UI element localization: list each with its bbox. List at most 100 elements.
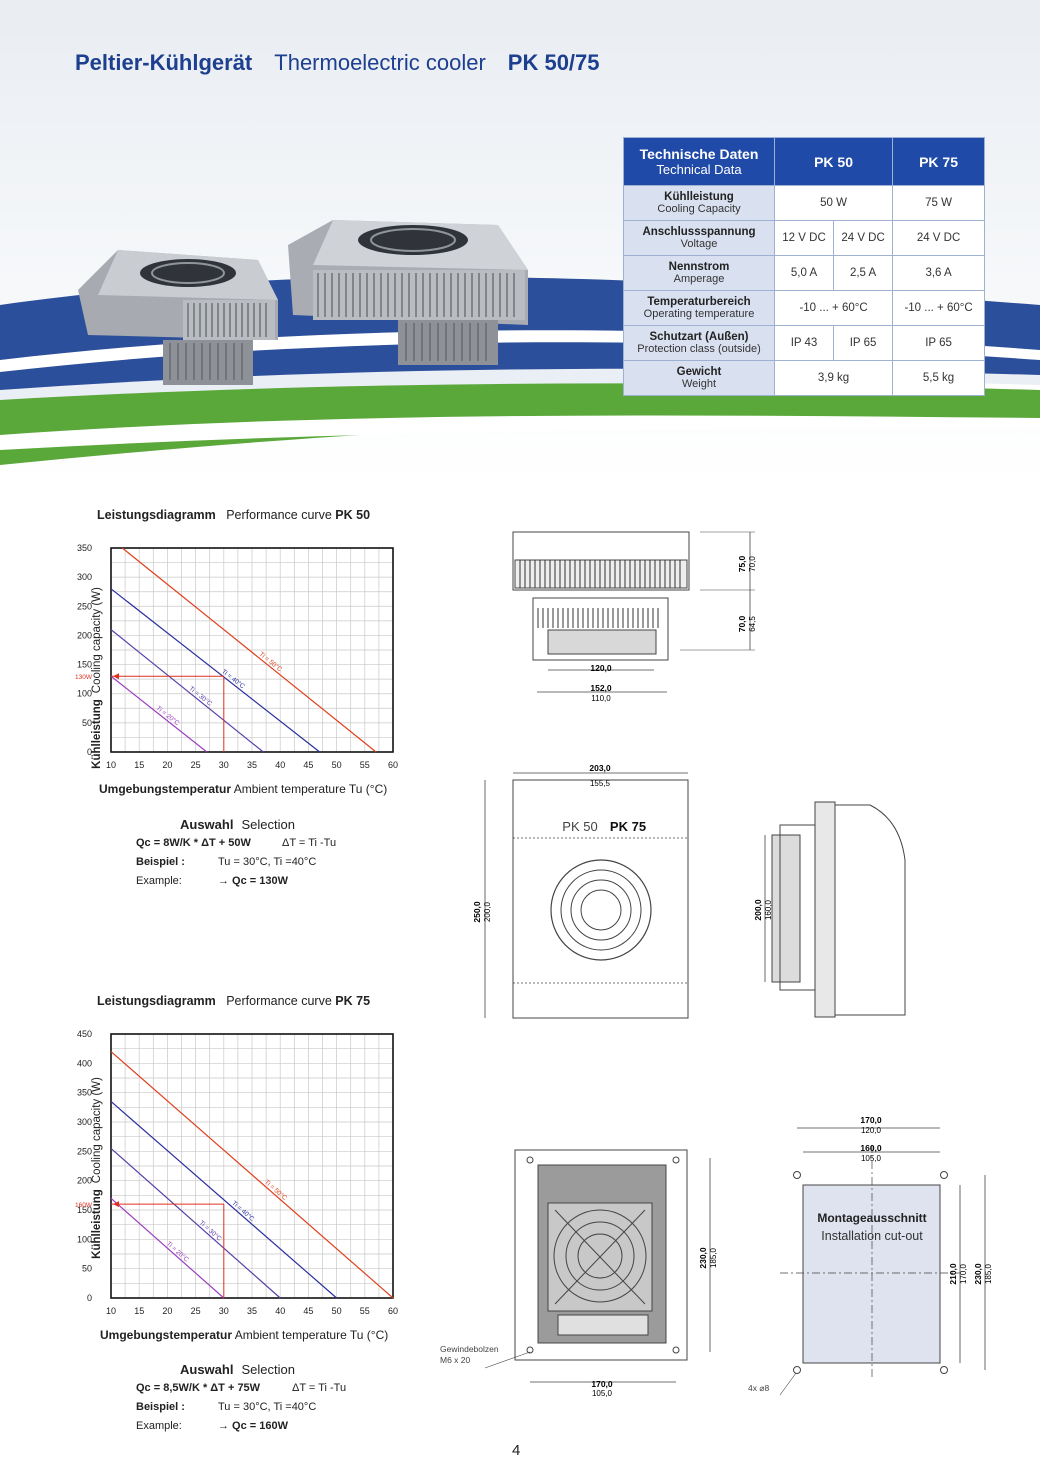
chart1-title: Leistungsdiagramm Performance curve PK 5…	[97, 508, 371, 522]
y-tick-label: 300	[77, 572, 92, 582]
y-tick-label: 100	[77, 1234, 92, 1244]
pk75-unit	[288, 220, 528, 365]
x-tick-label: 20	[162, 760, 172, 770]
dim-text: 185,0	[709, 1247, 718, 1268]
table-head-pk75: PK 75	[892, 137, 985, 186]
dim-text: 110,0	[591, 694, 611, 703]
drawing-front-view	[484, 772, 689, 1019]
dim-text: 170,0	[959, 1263, 968, 1284]
drawing-side-top	[512, 531, 755, 693]
x-tick-label: 30	[219, 1306, 229, 1316]
product-illustration	[78, 220, 528, 385]
series-label: Ti = 20°C	[165, 1240, 191, 1264]
series-line	[110, 1051, 394, 1299]
x-tick-label: 60	[388, 1306, 398, 1316]
dim-text: 70,0	[737, 615, 747, 632]
x-tick-label: 10	[106, 760, 116, 770]
x-tick-label: 55	[360, 760, 370, 770]
plot-frame	[110, 1033, 394, 1299]
x-tick-label: 40	[275, 1306, 285, 1316]
series-line	[110, 588, 321, 753]
dim-text: 200,0	[483, 901, 492, 922]
x-tick-label: 25	[191, 760, 201, 770]
dim-text: 210,0	[948, 1263, 958, 1285]
chart2-ylabel: KühlleistungCooling capacity (W)	[91, 1077, 103, 1259]
x-tick-label: 50	[332, 760, 342, 770]
series-label: Ti = 50°C	[263, 1178, 289, 1202]
series-label: Ti = 40°C	[230, 1199, 256, 1223]
x-tick-label: 30	[219, 760, 229, 770]
x-tick-label: 60	[388, 760, 398, 770]
x-tick-label: 35	[247, 760, 257, 770]
y-tick-label: 150	[77, 1205, 92, 1215]
x-tick-label: 15	[134, 760, 144, 770]
y-tick-label: 50	[82, 718, 92, 728]
y-tick-label: 450	[77, 1029, 92, 1039]
dim-text: 155,5	[590, 779, 611, 788]
front-label-pk50: PK 50	[562, 819, 597, 834]
example-label: 160W	[75, 1202, 93, 1209]
y-tick-label: 150	[77, 660, 92, 670]
y-tick-label: 350	[77, 1088, 92, 1098]
x-tick-label: 50	[332, 1306, 342, 1316]
dim-text: 105,0	[861, 1154, 882, 1163]
dim-text: 203,0	[589, 763, 611, 773]
bolt-label: Gewindebolzen	[440, 1344, 499, 1354]
dim-text: 200,0	[753, 899, 763, 921]
chart2-title: Leistungsdiagramm Performance curve PK 7…	[97, 994, 371, 1008]
dim-text: 250,0	[472, 901, 482, 923]
series-label: Ti = 20°C	[155, 704, 181, 727]
performance-chart-pk50: KühlleistungCooling capacity (W) 10 15 20 2…	[75, 543, 398, 770]
x-tick-label: 40	[275, 760, 285, 770]
dim-text: 64,5	[748, 616, 757, 632]
front-label-pk75: PK 75	[610, 819, 646, 834]
x-tick-label: 55	[360, 1306, 370, 1316]
technical-drawings: 75,0 70,0 70,0 64,5 120,0 152,0 110,0 20…	[440, 531, 993, 1398]
drawing-back-view	[484, 1149, 711, 1383]
dim-text: 230,0	[698, 1247, 708, 1269]
series-line	[121, 547, 377, 753]
plot-frame	[110, 547, 394, 753]
dim-text: 105,0	[592, 1389, 613, 1398]
y-tick-label: 400	[77, 1058, 92, 1068]
y-tick-label: 0	[87, 747, 92, 757]
chart-grid	[110, 1033, 394, 1299]
example-label: 130W	[75, 674, 93, 681]
holes-label: 4x ⌀8	[748, 1383, 769, 1393]
dim-text: 160,0	[860, 1143, 882, 1153]
dim-text: 120,0	[590, 663, 612, 673]
cutout-title: Montageausschnitt	[817, 1211, 926, 1225]
series-line	[110, 675, 208, 753]
x-tick-label: 15	[134, 1306, 144, 1316]
x-tick-label: 35	[247, 1306, 257, 1316]
chart2-xlabel: Umgebungstemperatur Ambient temperature …	[100, 1328, 389, 1342]
dim-text: 230,0	[973, 1263, 983, 1285]
x-tick-label: 25	[191, 1306, 201, 1316]
dim-text: 70,0	[748, 556, 757, 572]
dim-text: 185,0	[984, 1263, 993, 1284]
chart1-ylabel: KühlleistungCooling capacity (W)	[91, 587, 103, 769]
series-line	[110, 1101, 337, 1299]
dim-text: 152,0	[590, 683, 612, 693]
x-tick-label: 10	[106, 1306, 116, 1316]
drawing-cutout	[779, 1127, 986, 1396]
series-line	[110, 1147, 281, 1299]
dim-text: 75,0	[737, 555, 747, 572]
bolt-label: M6 x 20	[440, 1355, 471, 1365]
cutout-subtitle: Installation cut-out	[821, 1229, 923, 1243]
page-number: 4	[512, 1442, 521, 1459]
chart-grid	[110, 547, 394, 753]
example-arrow	[113, 673, 119, 680]
dim-text: 160,0	[764, 899, 773, 920]
table-head-pk50: PK 50	[773, 137, 894, 186]
